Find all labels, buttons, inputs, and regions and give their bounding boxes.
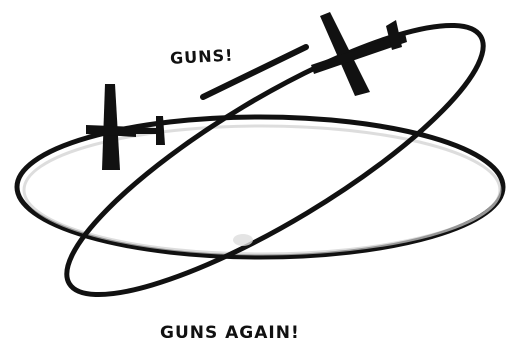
label-bottom: GUNS AGAIN! xyxy=(160,323,300,343)
left-plane-icon xyxy=(86,84,165,170)
horizontal-orbit-shadow xyxy=(24,126,500,254)
smudge-mark xyxy=(233,234,253,246)
right-plane-icon xyxy=(311,12,407,96)
label-top: GUNS! xyxy=(170,46,234,68)
